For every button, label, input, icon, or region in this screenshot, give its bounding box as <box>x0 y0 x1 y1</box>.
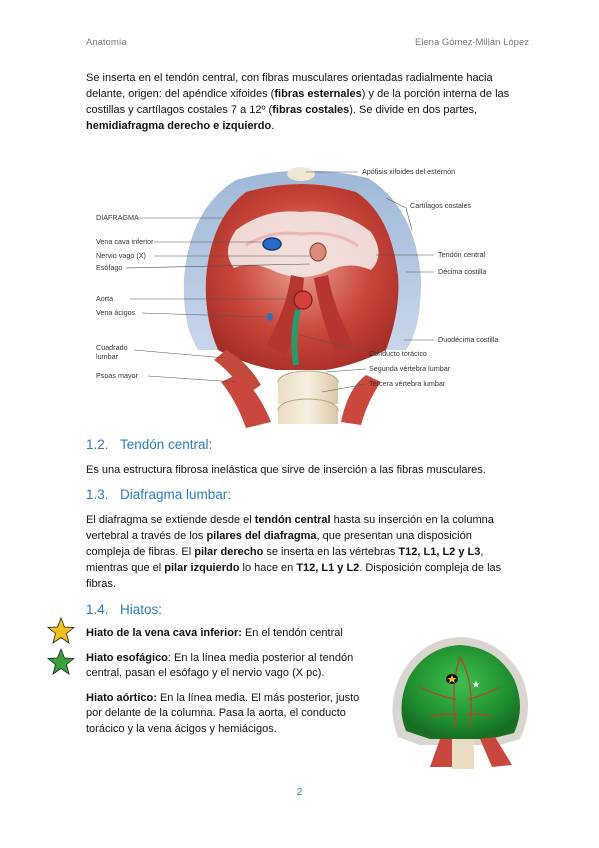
section-heading-1-3: 1.3. Diafragma lumbar: <box>86 487 231 502</box>
intro-paragraph: Se inserta en el tendón central, con fib… <box>86 70 516 134</box>
section-title: Diafragma lumbar: <box>120 487 232 502</box>
psoas-major-left <box>341 375 381 425</box>
label-vena-cava: Vena cava inferior <box>96 237 154 246</box>
body-bold: pilar derecho <box>194 546 264 558</box>
label-aorta: Aorta <box>96 294 113 303</box>
esophagus <box>309 242 327 262</box>
section-title: Hiatos: <box>120 602 163 617</box>
body-bold: pilares del diafragma <box>206 530 317 542</box>
psoas-major <box>221 375 271 428</box>
body-text: lo hace en <box>239 562 297 574</box>
star-white-marker-icon <box>472 681 480 688</box>
label-twelfth-rib: Duodécima costilla <box>438 335 498 344</box>
section-number: 1.2. <box>86 437 109 452</box>
body-bold: tendón central <box>254 514 331 526</box>
star-yellow-icon <box>46 616 76 644</box>
diaphragm-drawing: Apófisis xifoides del esternón Cartílago… <box>96 167 498 428</box>
hiatus-title: Hiato de la vena cava inferior: <box>86 627 242 639</box>
section-number: 1.4. <box>86 602 109 617</box>
costal-cartilage-rim <box>183 170 421 350</box>
intro-bold: fibras esternales <box>274 88 362 100</box>
green-muscle <box>401 645 520 739</box>
label-azygos: Vena ácigos <box>96 308 136 317</box>
label-psoas: Psoas mayor <box>96 371 139 380</box>
hiatus-esophageal: Hiato esofágico: En la línea media poste… <box>86 651 366 682</box>
label-thoracic-duct: Conducto torácico <box>369 349 427 358</box>
intro-bold: hemidiafragma derecho e izquierdo <box>86 120 272 132</box>
hiatus-text: : En la línea media posterior al tendón … <box>86 651 354 680</box>
star-green-icon <box>46 647 76 675</box>
azygos-vein <box>267 313 273 321</box>
intro-text: ). Se divide en dos partes, <box>349 104 478 116</box>
psoas-right <box>480 737 512 767</box>
page-header: Anatomía Elena Gómez-Millán López <box>86 37 529 51</box>
header-author: Elena Gómez-Millán López <box>414 37 529 48</box>
hiatus-text: En el tendón central <box>241 627 343 639</box>
body-text: , mientras que el <box>86 546 484 574</box>
section-1-3-text: El diafragma se extiende desde el tendón… <box>86 512 516 592</box>
label-xiphoid: Apófisis xifoides del esternón <box>362 167 455 176</box>
body-bold: T12, L1, L2 y L3 <box>398 546 481 558</box>
central-tendon <box>227 211 379 277</box>
star-yellow-marker-icon <box>447 675 457 683</box>
vessels <box>419 656 501 728</box>
body-text: , que presentan una disposición compleja… <box>86 530 472 558</box>
section-title: Tendón central: <box>120 437 213 452</box>
hiatus-aortic: Hiato aórtico: En la línea media. El más… <box>86 691 366 738</box>
label-third-lumbar: Tercera vértebra lumbar <box>369 379 446 388</box>
diaphragm-green-illustration <box>380 627 540 771</box>
vena-cava-hiatus <box>262 237 282 251</box>
label-tenth-rib: Décima costilla <box>438 267 486 276</box>
xiphoid-process <box>287 167 315 181</box>
label-central-tendon: Tendón central <box>438 250 486 259</box>
aorta <box>293 290 313 310</box>
diaphragm-illustration: Apófisis xifoides del esternón Cartílago… <box>86 160 516 430</box>
label-costal-cartilages: Cartílagos costales <box>410 201 472 210</box>
hiatus-text: En la línea media. El más posterior, jus… <box>86 691 360 735</box>
thoracic-duct <box>291 309 301 366</box>
intro-text: . <box>271 120 275 132</box>
hiatus-list: Hiato de la vena cava inferior: En el te… <box>86 626 366 746</box>
label-diaphragm: DIAFRAGMA <box>96 213 139 222</box>
header-subject: Anatomía <box>86 37 127 48</box>
hiatus-cava: Hiato de la vena cava inferior: En el te… <box>86 626 366 642</box>
spine <box>452 739 474 769</box>
quadratus-lumborum <box>214 350 261 395</box>
diaphragm-green-drawing <box>392 637 529 769</box>
section-1-2-text: Es una estructura fibrosa inelástica que… <box>86 464 486 476</box>
body-bold: pilar izquierdo <box>164 562 240 574</box>
page-number: 2 <box>296 787 303 798</box>
label-vagus-nerve: Nervio vago (X) <box>96 251 146 260</box>
section-number: 1.3. <box>86 487 109 502</box>
section-heading-1-4: 1.4. Hiatos: <box>86 602 162 617</box>
vertebra-body-lower <box>278 410 338 424</box>
left-crus <box>314 275 354 355</box>
label-quadratus-2: lumbar <box>96 352 119 361</box>
body-text: El diafragma se extiende desde el <box>86 514 255 526</box>
hiatus-title: Hiato esofágico <box>86 651 168 664</box>
label-quadratus-1: Cuadrado <box>96 343 128 352</box>
body-bold: T12, L1 y L2 <box>296 562 360 574</box>
hiatus-title: Hiato aórtico: <box>86 691 157 704</box>
section-heading-1-2: 1.2. Tendón central: <box>86 437 212 452</box>
leader-lines <box>125 171 434 393</box>
intro-text: Se inserta en el tendón central, con fib… <box>86 72 493 100</box>
label-esophagus: Esófago <box>96 263 122 272</box>
intro-bold: fibras costales <box>272 104 350 116</box>
vertebra-body <box>278 382 338 404</box>
label-second-lumbar: Segunda vértebra lumbar <box>369 364 451 373</box>
body-text: hasta su inserción en la columna vertebr… <box>86 514 494 542</box>
body-text: . Disposición compleja de las fibras. <box>86 562 502 590</box>
tendon-fiber <box>245 231 359 248</box>
right-crus <box>266 275 304 355</box>
body-text: se inserta en las vértebras <box>263 546 399 558</box>
intro-text: ) y de la porción interna de las costill… <box>86 88 510 116</box>
